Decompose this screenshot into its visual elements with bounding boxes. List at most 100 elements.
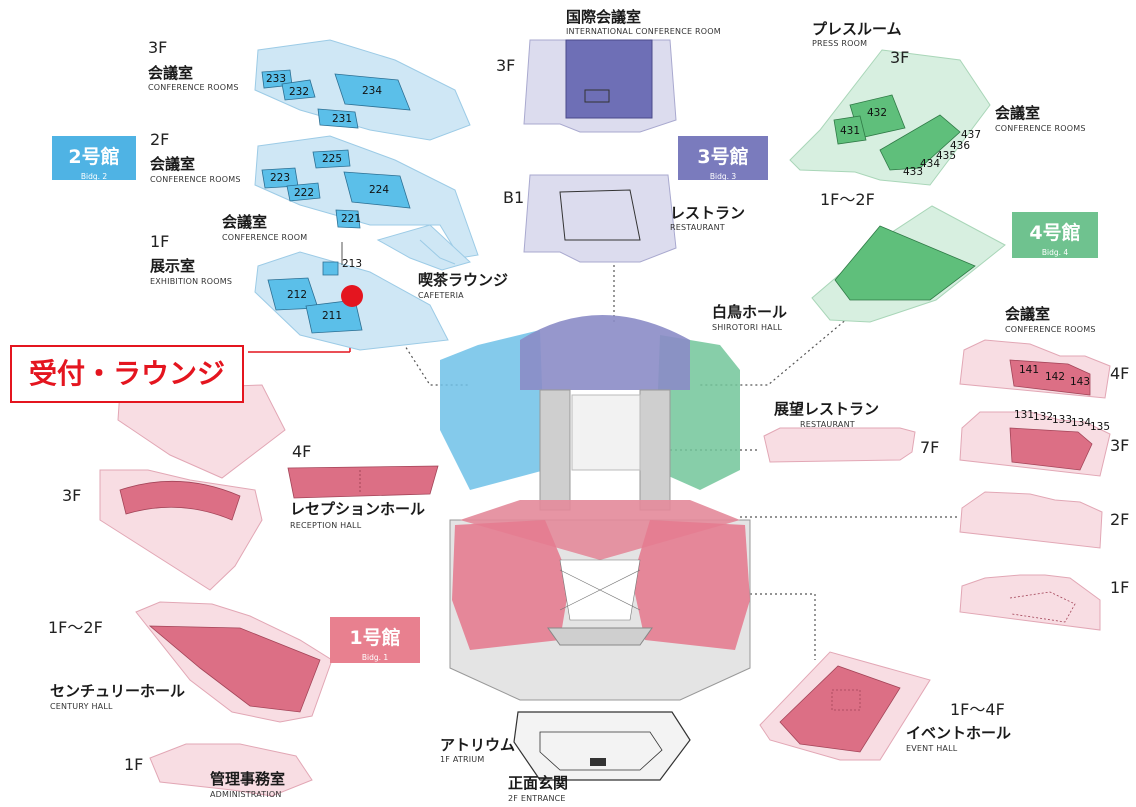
bldg1-left-3f-floor xyxy=(99,469,263,591)
room-431: 431 xyxy=(840,125,861,137)
badge-bldg2: 2号館 Bidg. 2 xyxy=(52,136,136,181)
room-434: 434 xyxy=(920,158,941,170)
century-hall-floor: 1F～2F xyxy=(48,618,103,637)
bldg1-atrium xyxy=(513,711,691,781)
room-435: 435 xyxy=(936,150,957,162)
bldg2-2f-jp: 会議室 xyxy=(150,155,196,173)
room-131: 131 xyxy=(1014,409,1035,421)
bldg2-1f-jp: 展示室 xyxy=(150,257,196,275)
badge-bldg3-title: 3号館 xyxy=(697,146,749,168)
room-221: 221 xyxy=(341,213,362,225)
bldg1-reception-hall xyxy=(287,465,439,499)
bldg1-admin xyxy=(149,743,313,797)
atrium-jp: アトリウム xyxy=(440,736,516,754)
bldg4-floor-3f xyxy=(789,49,991,186)
room-213: 213 xyxy=(342,258,363,270)
badge-bldg4-title: 4号館 xyxy=(1029,222,1081,244)
bldg1-conf-jp: 会議室 xyxy=(1005,305,1051,323)
room-134: 134 xyxy=(1071,417,1092,429)
bldg1-left-2f-floor xyxy=(117,384,286,479)
bldg3-b1-restaurant xyxy=(523,174,677,263)
badge-bldg1-sub: Bidg. 1 xyxy=(361,653,389,662)
press-room-jp: プレスルーム xyxy=(812,20,902,38)
room-211: 211 xyxy=(322,310,343,322)
bldg3-3f-floor: 3F xyxy=(496,56,516,75)
badge-bldg4: 4号館 Bidg. 4 xyxy=(1012,212,1098,258)
bldg1-floor-1f xyxy=(959,574,1101,631)
admin-jp: 管理事務室 xyxy=(210,770,286,788)
badge-bldg4-sub: Bidg. 4 xyxy=(1041,248,1069,257)
badge-bldg2-title: 2号館 xyxy=(68,146,120,168)
bldg3-b1-floor: B1 xyxy=(503,188,525,207)
sky-restaurant-floor: 7F xyxy=(920,438,940,457)
bldg1-floor-2f xyxy=(959,491,1103,549)
shirotori-hall-jp: 白鳥ホール xyxy=(712,303,788,321)
reception-hall-en: RECEPTION HALL xyxy=(290,521,362,530)
bldg1-floor-3f xyxy=(959,411,1111,477)
room-225: 225 xyxy=(322,153,343,165)
room-143: 143 xyxy=(1070,376,1091,388)
bldg1-floor-4f xyxy=(959,339,1111,399)
room-437: 437 xyxy=(961,129,982,141)
bldg4-conf-en: CONFERENCE ROOMS xyxy=(995,124,1086,133)
bldg2-conf-room-jp: 会議室 xyxy=(222,213,268,231)
cafeteria-en: CAFETERIA xyxy=(418,291,464,300)
badge-bldg2-sub: Bidg. 2 xyxy=(80,172,108,181)
intl-room-en: INTERNATIONAL CONFERENCE ROOM xyxy=(566,27,721,36)
bldg1-sky-restaurant xyxy=(763,427,916,463)
century-hall-en: CENTURY HALL xyxy=(50,702,113,711)
bldg2-2f-en: CONFERENCE ROOMS xyxy=(150,175,241,184)
bldg1-1f-floor: 1F xyxy=(1110,578,1130,597)
leader-event-hall xyxy=(740,593,816,660)
room-132: 132 xyxy=(1033,411,1054,423)
bldg2-1f-en: EXHIBITION ROOMS xyxy=(150,277,233,286)
press-room-en: PRESS ROOM xyxy=(812,39,868,48)
bldg2-floor-2f xyxy=(254,135,479,259)
bldg1-conf-en: CONFERENCE ROOMS xyxy=(1005,325,1096,334)
room-133: 133 xyxy=(1052,414,1073,426)
bldg2-conf-room-en: CONFERENCE ROOM xyxy=(222,233,308,242)
bldg1-2f-floor: 2F xyxy=(1110,510,1130,529)
reception-lounge-label: 受付・ラウンジ xyxy=(10,345,244,403)
bldg2-2f-floor: 2F xyxy=(150,130,170,149)
badge-bldg1: 1号館 Bidg. 1 xyxy=(330,617,420,663)
bldg1-century-hall xyxy=(135,601,333,723)
room-432: 432 xyxy=(867,107,888,119)
bldg2-3f-jp: 会議室 xyxy=(148,64,194,82)
bldg2-cafeteria-shape xyxy=(376,224,471,271)
bldg4-hall xyxy=(811,205,1006,323)
badge-bldg1-title: 1号館 xyxy=(349,627,401,649)
badge-bldg3: 3号館 Bidg. 3 xyxy=(678,136,768,181)
admin-en: ADMINISTRATION xyxy=(210,790,282,799)
event-hall-floor: 1F～4F xyxy=(950,700,1005,719)
bldg4-3f-floor: 3F xyxy=(890,48,910,67)
bldg1-left-3f-label: 3F xyxy=(62,486,82,505)
room-233: 233 xyxy=(266,73,287,85)
entrance-en: 2F ENTRANCE xyxy=(508,794,566,803)
bldg2-3f-en: CONFERENCE ROOMS xyxy=(148,83,239,92)
reception-hall-floor: 4F xyxy=(292,442,312,461)
bldg1-3f-floor: 3F xyxy=(1110,436,1130,455)
badge-bldg3-sub: Bidg. 3 xyxy=(709,172,737,181)
room-231: 231 xyxy=(332,113,353,125)
event-hall-en: EVENT HALL xyxy=(906,744,958,753)
room-141: 141 xyxy=(1019,364,1040,376)
room-232: 232 xyxy=(289,86,310,98)
sky-restaurant-en: RESTAURANT xyxy=(800,420,855,429)
bldg2-3f-floor: 3F xyxy=(148,38,168,57)
intl-room-jp: 国際会議室 xyxy=(566,8,642,26)
bldg3-intl-room xyxy=(523,39,677,133)
central-building xyxy=(440,315,751,701)
room-436: 436 xyxy=(950,140,971,152)
entrance-jp: 正面玄関 xyxy=(508,774,569,792)
century-hall-jp: センチュリーホール xyxy=(50,682,186,700)
room-223: 223 xyxy=(270,172,291,184)
bldg1-4f-floor: 4F xyxy=(1110,364,1130,383)
reception-hall-jp: レセプションホール xyxy=(290,500,426,518)
sky-restaurant-jp: 展望レストラン xyxy=(774,400,880,418)
bldg4-conf-jp: 会議室 xyxy=(995,104,1041,122)
room-224: 224 xyxy=(369,184,390,196)
bldg4-hall-floor: 1F～2F xyxy=(820,190,875,209)
event-hall-jp: イベントホール xyxy=(906,724,1012,742)
